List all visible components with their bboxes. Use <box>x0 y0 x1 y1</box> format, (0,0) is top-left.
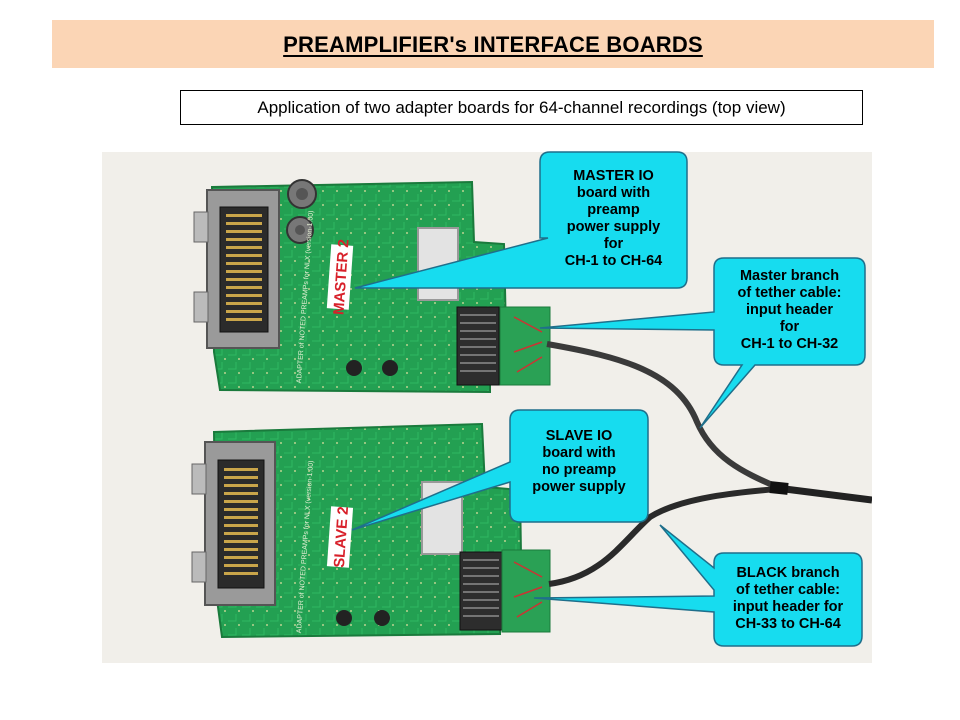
callout-line: CH-1 to CH-64 <box>564 253 663 269</box>
slave-board-label: SLAVE 2 <box>331 506 352 568</box>
black-branch-cable <box>548 486 778 587</box>
master-ribbon-connector <box>456 306 500 386</box>
callout-line: CH-33 to CH-64 <box>735 616 841 632</box>
master-branch-callout-text: Master branch of tether cable: input hea… <box>714 268 865 353</box>
master-io-callout <box>354 151 688 289</box>
master-branch-callout <box>539 257 866 429</box>
callout-line: SLAVE IO <box>545 428 613 444</box>
callout-line: input header <box>745 302 833 318</box>
callout-line: for <box>779 319 800 335</box>
callout-line: board with <box>576 185 651 201</box>
callout-line: Master branch <box>739 268 840 284</box>
slave-ribbon-connector <box>459 551 503 631</box>
subtitle-box: Application of two adapter boards for 64… <box>180 90 863 125</box>
callout-line: BLACK branch <box>736 565 840 581</box>
callout-line: MASTER IO <box>573 168 654 184</box>
master-input-header <box>499 306 551 386</box>
master-board-label: MASTER 2 <box>330 239 352 316</box>
slave-input-header <box>501 549 551 633</box>
page-title: PREAMPLIFIER's INTERFACE BOARDS <box>283 32 703 57</box>
callout-line: board with <box>542 445 616 461</box>
slave-io-callout-text: SLAVE IO board with no preamp power supp… <box>510 428 648 496</box>
callout-line: power supply <box>566 219 661 235</box>
master-io-callout-text: MASTER IO board with preamp power supply… <box>540 168 687 270</box>
callout-line: input header for <box>732 599 844 615</box>
title-banner: PREAMPLIFIER's INTERFACE BOARDS <box>52 20 934 68</box>
callout-line: of tether cable: <box>736 582 840 598</box>
main-tether-cable <box>776 484 872 504</box>
callout-line: for <box>603 236 624 252</box>
callout-line: no preamp <box>541 462 617 478</box>
master-branch-cable <box>546 341 779 490</box>
black-branch-callout <box>533 524 863 647</box>
black-branch-callout-text: BLACK branch of tether cable: input head… <box>714 565 862 633</box>
slave-io-callout <box>351 409 649 531</box>
callout-line: CH-1 to CH-32 <box>740 336 839 352</box>
callout-line: power supply <box>532 479 626 495</box>
callout-line: of tether cable: <box>737 285 842 301</box>
callout-line: preamp <box>587 202 640 218</box>
